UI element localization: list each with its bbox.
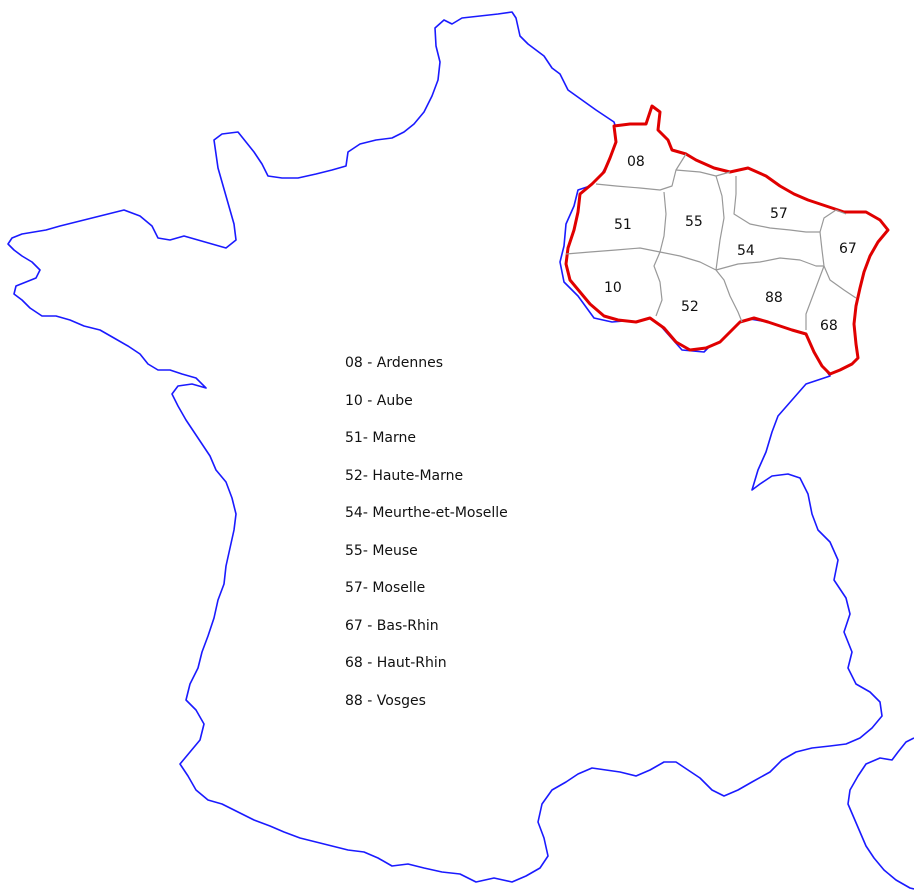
department-labels: 08 51 55 57 54 67 10 52 88 68: [604, 154, 857, 334]
dept-label-57: 57: [770, 206, 788, 222]
department-legend: 08 - Ardennes 10 - Aube 51- Marne 52- Ha…: [345, 352, 508, 727]
legend-item-55: 55- Meuse: [345, 542, 418, 559]
dept-label-67: 67: [839, 241, 857, 257]
dept-label-10: 10: [604, 280, 622, 296]
legend-item-88: 88 - Vosges: [345, 692, 426, 709]
legend-item-08: 08 - Ardennes: [345, 355, 444, 371]
legend-item-54: 54- Meurthe-et-Moselle: [345, 505, 508, 521]
legend-item-10: 10 - Aube: [345, 392, 413, 409]
corsica-outline: [847, 737, 914, 890]
dept-label-08: 08: [627, 154, 645, 170]
legend-item-67: 67 - Bas-Rhin: [345, 617, 439, 634]
dept-label-55: 55: [685, 214, 703, 230]
legend-item-57: 57- Moselle: [345, 580, 426, 596]
legend-item-51: 51- Marne: [345, 430, 416, 446]
legend-item-68: 68 - Haut-Rhin: [345, 655, 447, 671]
dept-label-54: 54: [737, 243, 755, 259]
legend-item-52: 52- Haute-Marne: [345, 467, 464, 484]
dept-label-68: 68: [820, 318, 838, 334]
dept-label-52: 52: [681, 299, 699, 315]
grand-est-region-outline: [564, 104, 890, 376]
dept-label-51: 51: [614, 217, 632, 233]
department-borders: [565, 153, 857, 330]
dept-label-88: 88: [765, 290, 783, 306]
